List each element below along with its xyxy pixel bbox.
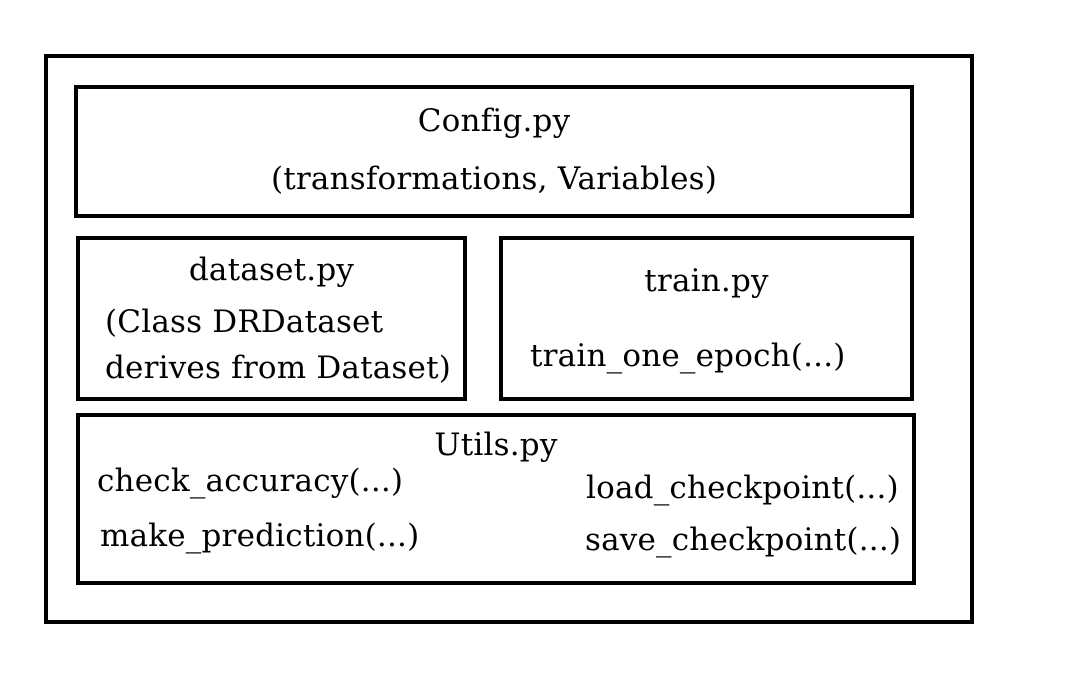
config-module-title: Config.py xyxy=(417,103,571,139)
dataset-module-desc-line2: derives from Dataset) xyxy=(105,350,452,386)
utils-module-title: Utils.py xyxy=(434,427,558,463)
utils-function-load-checkpoint: load_checkpoint(...) xyxy=(586,470,899,506)
utils-function-check-accuracy: check_accuracy(...) xyxy=(97,463,404,499)
utils-module-box xyxy=(76,413,916,585)
dataset-module-box xyxy=(76,236,467,401)
utils-function-save-checkpoint: save_checkpoint(...) xyxy=(585,522,902,558)
train-module-box xyxy=(499,236,914,401)
config-module-box xyxy=(74,85,914,218)
dataset-module-title: dataset.py xyxy=(188,252,355,288)
config-module-subtitle: (transformations, Variables) xyxy=(270,161,718,197)
train-module-function: train_one_epoch(...) xyxy=(530,338,846,374)
dataset-module-desc-line1: (Class DRDataset xyxy=(105,304,384,340)
train-module-title: train.py xyxy=(644,263,769,299)
utils-function-make-prediction: make_prediction(...) xyxy=(100,518,420,554)
